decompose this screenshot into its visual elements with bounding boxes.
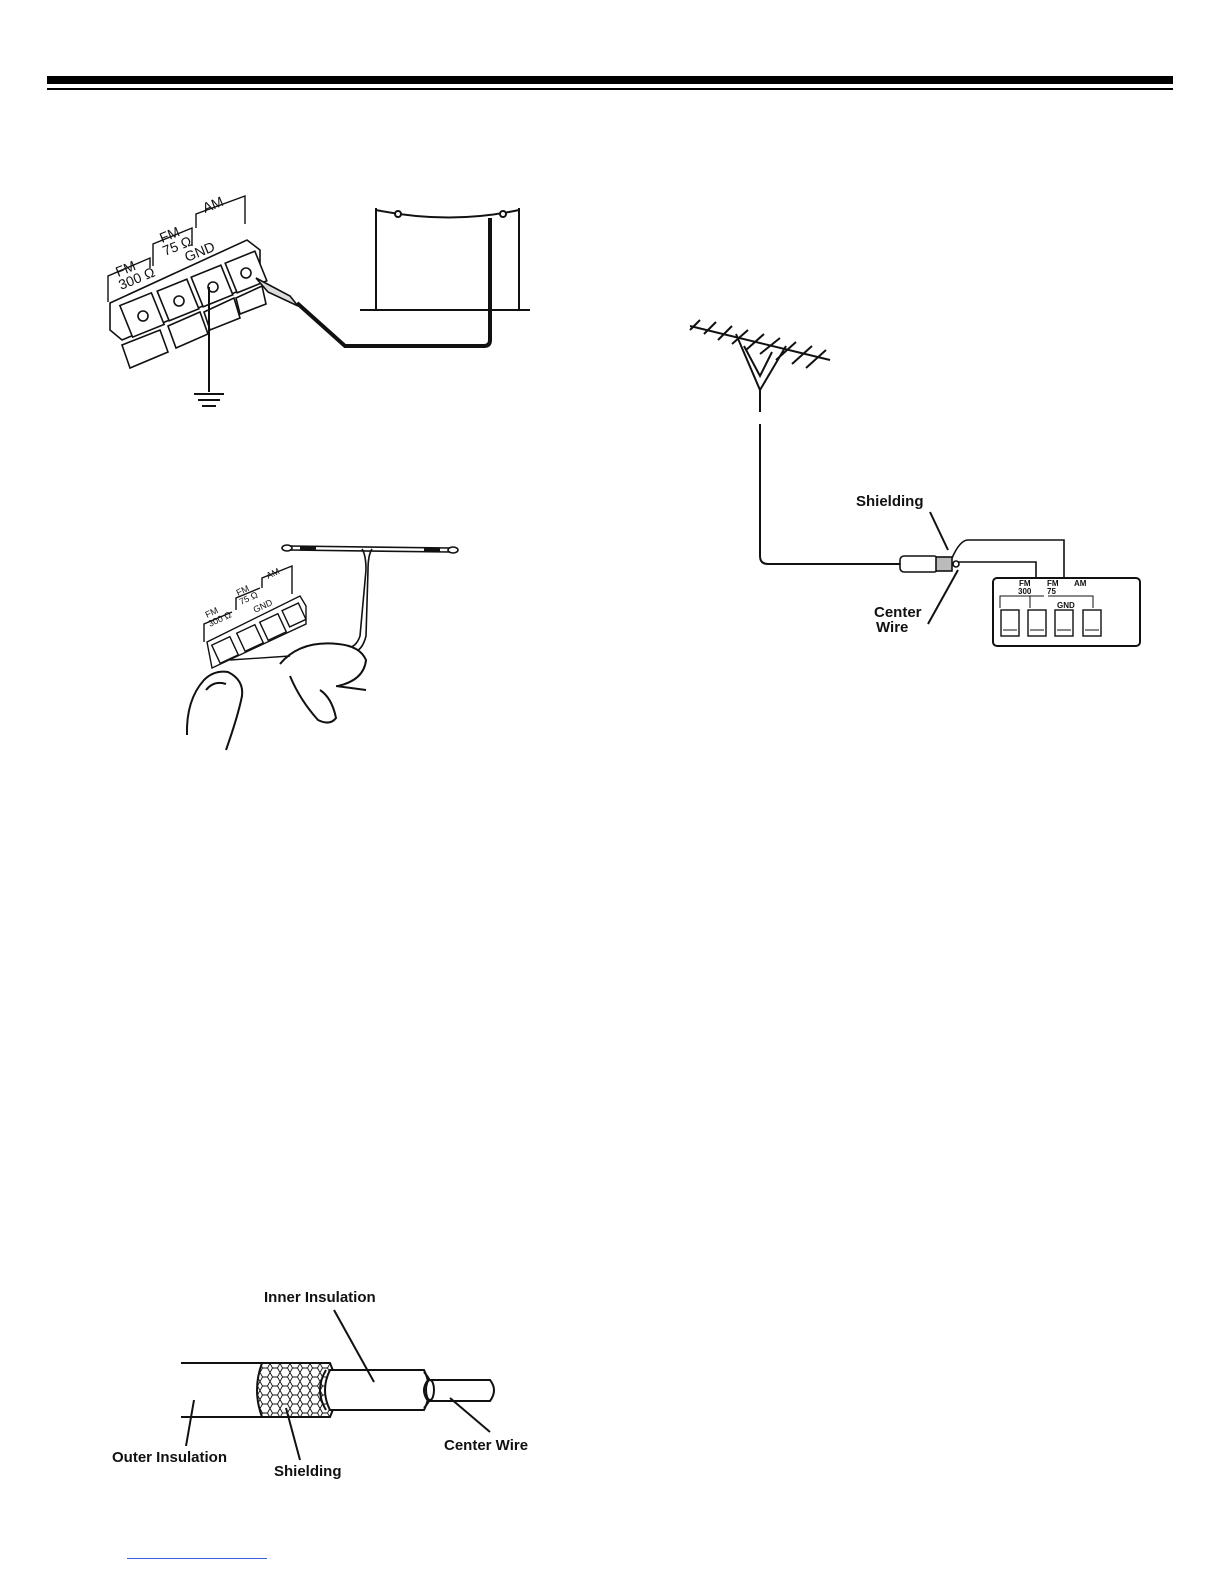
label-center-wire: Center Wire (444, 1437, 528, 1454)
label-shielding-coax: Shielding (274, 1463, 342, 1480)
label-inner-insulation: Inner Insulation (264, 1289, 376, 1306)
footer-link-underline[interactable] (127, 1558, 267, 1559)
label-outer-insulation: Outer Insulation (112, 1449, 227, 1466)
coax-drawing (181, 1363, 494, 1417)
